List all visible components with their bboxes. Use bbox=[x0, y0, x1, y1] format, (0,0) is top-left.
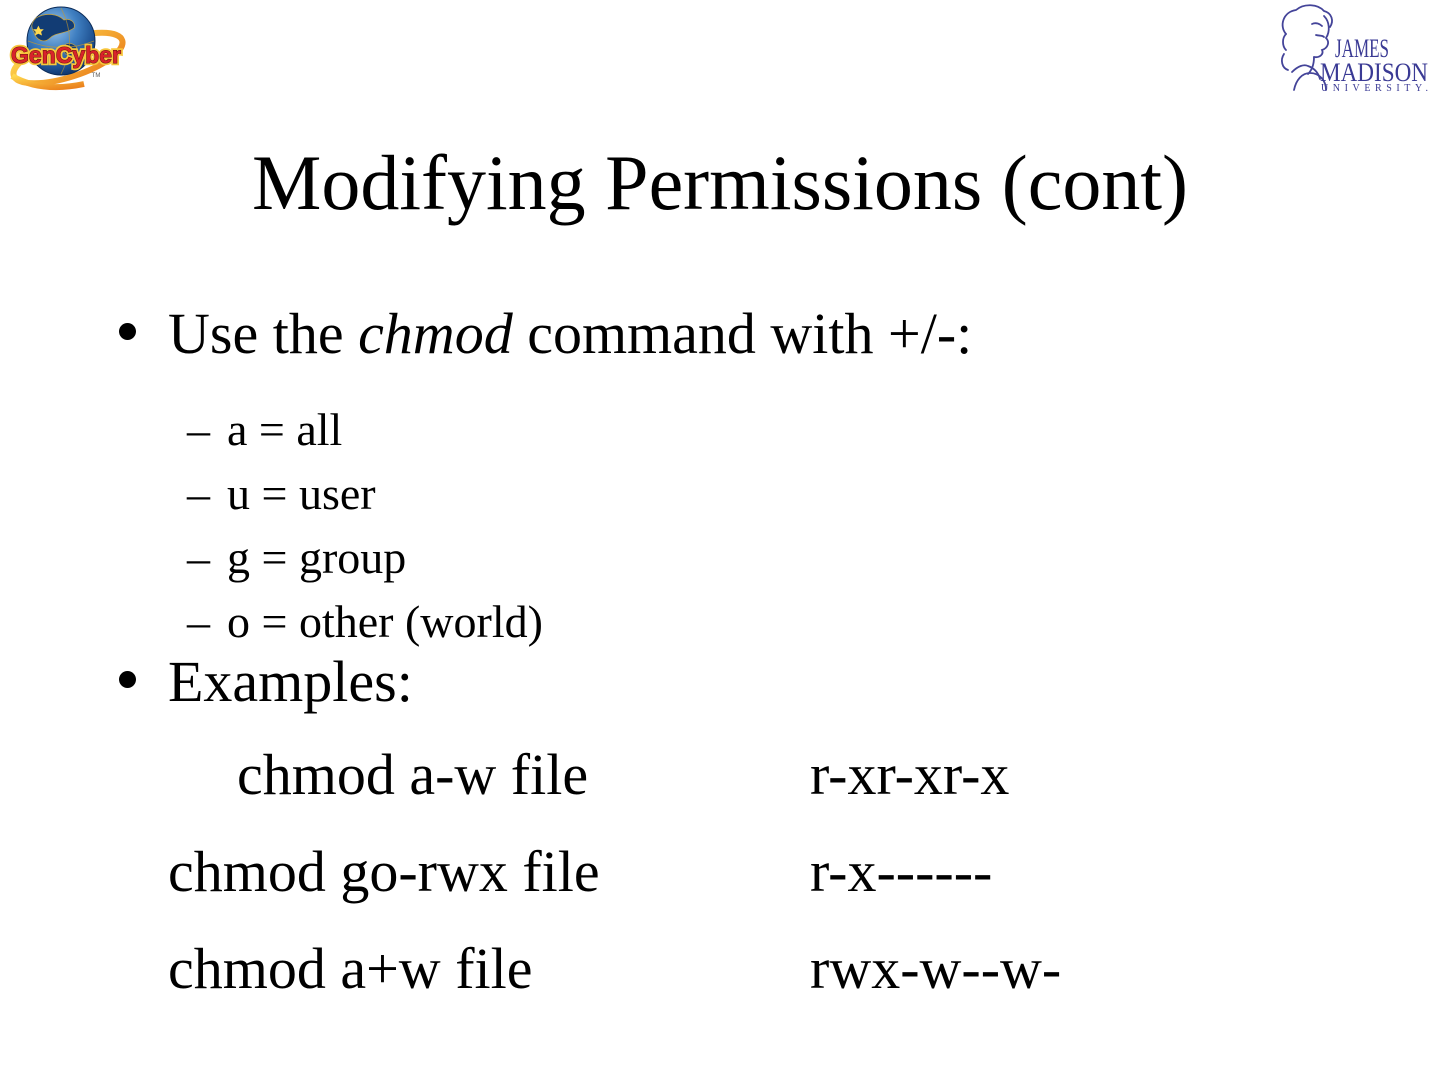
list-item-group-text: g = group bbox=[227, 532, 407, 583]
slide-title: Modifying Permissions (cont) bbox=[252, 139, 1188, 226]
example-result: r-xr-xr-x bbox=[810, 742, 1010, 807]
list-item-other: – o = other (world) bbox=[187, 590, 543, 654]
permission-target-list: – a = all – u = user – g = group – o = o… bbox=[187, 398, 543, 654]
gencyber-wordmark-glow: GenCyber bbox=[11, 42, 121, 68]
jmu-name-line3: UNIVERSITY. bbox=[1321, 83, 1431, 92]
dash-bullet-icon: – bbox=[187, 468, 210, 519]
jmu-name-line2: MADISON bbox=[1320, 58, 1428, 87]
bullet-examples-text: Examples: bbox=[168, 649, 413, 714]
bullet-dot-icon bbox=[119, 671, 136, 688]
list-item-user: – u = user bbox=[187, 462, 543, 526]
example-result: rwx-w--w- bbox=[810, 936, 1062, 1001]
jmu-portrait-icon bbox=[1281, 4, 1333, 91]
orbit-ring-front-icon bbox=[10, 73, 85, 91]
list-item-all: – a = all bbox=[187, 398, 543, 462]
list-item-all-text: a = all bbox=[227, 404, 343, 455]
example-command: chmod a-w file bbox=[237, 742, 589, 807]
example-result: r-x------ bbox=[810, 839, 993, 904]
jmu-name-line1: JAMES bbox=[1335, 34, 1389, 63]
bullet-use-chmod: Use the chmod command with +/-: bbox=[119, 301, 973, 367]
example-command: chmod a+w file bbox=[168, 936, 533, 1001]
dash-bullet-icon: – bbox=[187, 596, 210, 647]
list-item-group: – g = group bbox=[187, 526, 543, 590]
globe-icon bbox=[26, 6, 96, 76]
bullet-examples: Examples: bbox=[119, 649, 413, 715]
gencyber-logo: GenCyber GenCyber TM bbox=[9, 6, 126, 91]
bullet-text-post: command with +/-: bbox=[512, 301, 973, 366]
bullet-use-chmod-text: Use the chmod command with +/-: bbox=[168, 301, 973, 367]
dash-bullet-icon: – bbox=[187, 532, 210, 583]
gencyber-trademark: TM bbox=[92, 73, 101, 79]
jmu-logo: JAMES MADISON UNIVERSITY. bbox=[1281, 4, 1431, 92]
gencyber-wordmark: GenCyber bbox=[11, 42, 121, 68]
chmod-command-emphasis: chmod bbox=[358, 301, 513, 366]
bullet-text-pre: Use the bbox=[168, 301, 359, 366]
dash-bullet-icon: – bbox=[187, 404, 210, 455]
list-item-other-text: o = other (world) bbox=[227, 596, 543, 647]
list-item-user-text: u = user bbox=[227, 468, 376, 519]
example-command: chmod go-rwx file bbox=[168, 839, 600, 904]
bullet-dot-icon bbox=[119, 323, 136, 340]
